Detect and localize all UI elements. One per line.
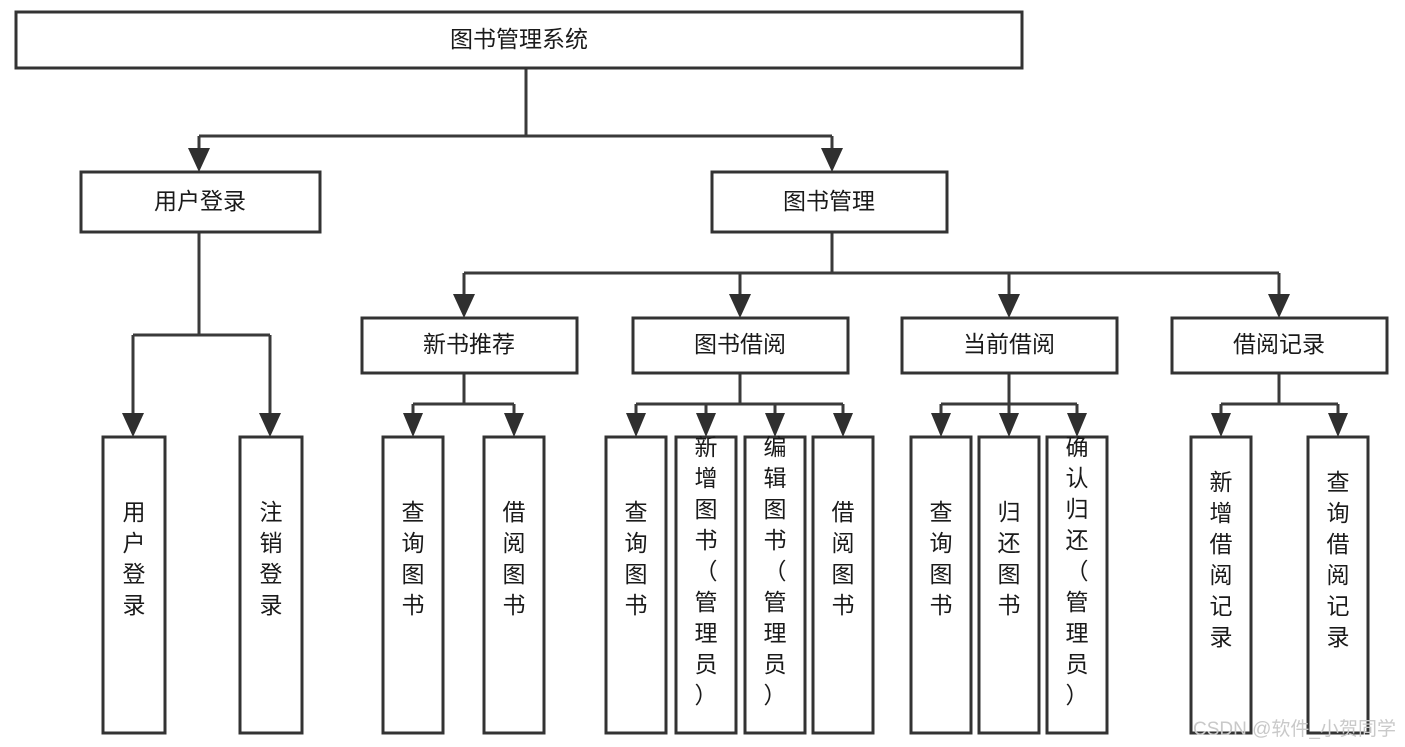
- node-current-borrow-box[interactable]: [900, 316, 1119, 375]
- arrowhead-book-manage: [821, 148, 843, 172]
- arrowhead-leaf-query-book-cur: [931, 413, 951, 437]
- node-user-login-box[interactable]: [79, 170, 322, 234]
- leaf-add-record-box[interactable]: [1189, 435, 1253, 735]
- node-new-book-recommend-box[interactable]: [360, 316, 579, 375]
- node-book-manage-box[interactable]: [710, 170, 949, 234]
- node-root[interactable]: 图书管理系统: [14, 10, 1024, 70]
- arrowhead-leaf-add-record: [1211, 413, 1231, 437]
- arrowhead-book-borrow: [729, 294, 751, 318]
- node-borrow-record[interactable]: 借阅记录: [1170, 316, 1389, 375]
- leaf-query-book-cur-label: 查询图书: [930, 499, 953, 618]
- leaf-user-login[interactable]: 用户登录: [101, 435, 167, 735]
- leaf-return-book-label: 归还图书: [998, 499, 1021, 618]
- leaf-confirm-return-label: 确认归还（管理员）: [1066, 434, 1089, 708]
- leaf-query-record[interactable]: 查询借阅记录: [1306, 435, 1370, 735]
- leaf-query-book-rec-box[interactable]: [381, 435, 445, 735]
- leaf-query-book-rec-label: 查询图书: [402, 499, 425, 618]
- leaf-add-book[interactable]: 新增图书（管理员）: [674, 434, 738, 735]
- csdn-watermark: CSDN @软件_小贺同学: [1193, 718, 1396, 740]
- node-book-borrow-label: 图书借阅: [694, 331, 786, 357]
- leaf-logout-label: 注销登录: [260, 499, 283, 618]
- leaf-borrow-book-label: 借阅图书: [832, 499, 855, 618]
- node-root-label: 图书管理系统: [450, 26, 588, 52]
- leaf-user-login-box[interactable]: [101, 435, 167, 735]
- leaf-query-record-label: 查询借阅记录: [1327, 469, 1350, 650]
- leaf-user-login-label: 用户登录: [123, 499, 146, 618]
- node-root-box[interactable]: [14, 10, 1024, 70]
- arrowhead-leaf-borrow-book-rec: [504, 413, 524, 437]
- arrowhead-leaf-confirm-return: [1067, 413, 1087, 437]
- arrowhead-leaf-edit-book: [765, 413, 785, 437]
- leaf-borrow-book-box[interactable]: [811, 435, 875, 735]
- node-borrow-record-box[interactable]: [1170, 316, 1389, 375]
- node-user-login-label: 用户登录: [154, 188, 246, 214]
- leaf-borrow-book-rec-box[interactable]: [482, 435, 546, 735]
- leaf-confirm-return[interactable]: 确认归还（管理员）: [1045, 434, 1109, 735]
- arrowheads-group: [122, 148, 1348, 437]
- leaf-query-book-rec[interactable]: 查询图书: [381, 435, 445, 735]
- leaf-query-book-cur-box[interactable]: [909, 435, 973, 735]
- arrowhead-leaf-add-book: [696, 413, 716, 437]
- arrowhead-leaf-query-record: [1328, 413, 1348, 437]
- leaf-query-record-box[interactable]: [1306, 435, 1370, 735]
- arrowhead-leaf-query-book-rec: [403, 413, 423, 437]
- leaf-edit-book-label: 编辑图书（管理员）: [764, 434, 787, 708]
- node-user-login[interactable]: 用户登录: [79, 170, 322, 234]
- arrowhead-borrow-record: [1268, 294, 1290, 318]
- node-new-book-recommend[interactable]: 新书推荐: [360, 316, 579, 375]
- leaf-query-book-borrow-box[interactable]: [604, 435, 668, 735]
- leaf-edit-book[interactable]: 编辑图书（管理员）: [743, 434, 807, 735]
- node-book-manage-label: 图书管理: [783, 188, 875, 214]
- arrowhead-leaf-return-book: [999, 413, 1019, 437]
- leaf-borrow-book-rec[interactable]: 借阅图书: [482, 435, 546, 735]
- leaf-logout-box[interactable]: [238, 435, 304, 735]
- leaf-return-book[interactable]: 归还图书: [977, 435, 1041, 735]
- leaf-add-record-label: 新增借阅记录: [1210, 469, 1233, 650]
- arrowhead-current-borrow: [998, 294, 1020, 318]
- leaf-borrow-book-rec-label: 借阅图书: [503, 499, 526, 618]
- arrowhead-leaf-user-login: [122, 413, 144, 437]
- leaf-confirm-return-box[interactable]: [1045, 435, 1109, 735]
- leaf-add-book-label: 新增图书（管理员）: [695, 434, 718, 708]
- arrowhead-leaf-borrow-book: [833, 413, 853, 437]
- node-borrow-record-label: 借阅记录: [1233, 331, 1325, 357]
- node-current-borrow-label: 当前借阅: [963, 331, 1055, 357]
- leaf-edit-book-box[interactable]: [743, 435, 807, 735]
- leaf-query-book-cur[interactable]: 查询图书: [909, 435, 973, 735]
- arrowhead-leaf-query-book-borrow: [626, 413, 646, 437]
- leaf-add-book-box[interactable]: [674, 435, 738, 735]
- leaf-borrow-book[interactable]: 借阅图书: [811, 435, 875, 735]
- leaf-query-book-borrow[interactable]: 查询图书: [604, 435, 668, 735]
- node-new-book-recommend-label: 新书推荐: [423, 331, 515, 357]
- leaf-query-book-borrow-label: 查询图书: [625, 499, 648, 618]
- leaf-return-book-box[interactable]: [977, 435, 1041, 735]
- arrowhead-user-login: [188, 148, 210, 172]
- node-book-borrow[interactable]: 图书借阅: [631, 316, 850, 375]
- arrowhead-leaf-logout: [259, 413, 281, 437]
- node-current-borrow[interactable]: 当前借阅: [900, 316, 1119, 375]
- node-book-borrow-box[interactable]: [631, 316, 850, 375]
- leaf-logout[interactable]: 注销登录: [238, 435, 304, 735]
- leaf-add-record[interactable]: 新增借阅记录: [1189, 435, 1253, 735]
- arrowhead-new-book-recommend: [453, 294, 475, 318]
- node-book-manage[interactable]: 图书管理: [710, 170, 949, 234]
